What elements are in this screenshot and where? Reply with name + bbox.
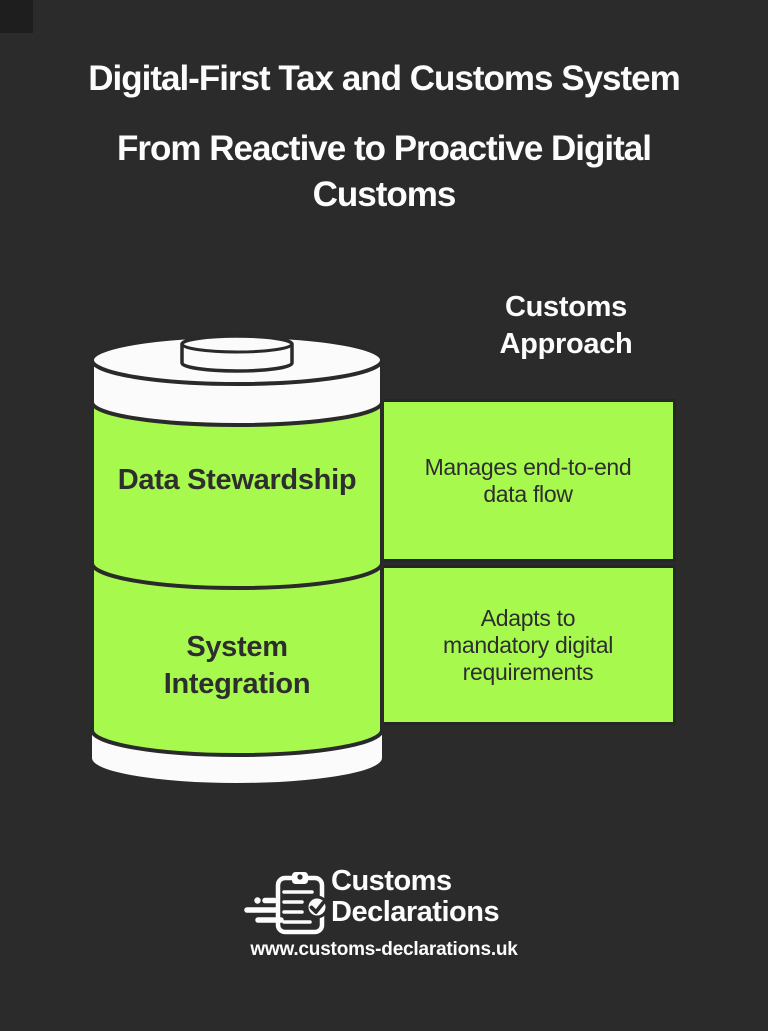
website-url: www.customs-declarations.uk xyxy=(250,939,518,960)
brand-name-line2: Declarations xyxy=(331,896,500,928)
approach-box-text: Adapts to mandatory digital requirements xyxy=(442,604,614,685)
battery-segment-label-system-integration: System Integration xyxy=(163,631,311,700)
battery-cylinder-icon xyxy=(90,334,384,783)
page-title: Digital-First Tax and Customs System xyxy=(88,59,681,98)
clipboard-check-icon xyxy=(244,872,329,935)
approach-box-text: Manages end-to-end data flow xyxy=(424,453,632,507)
brand-name: Customs Declarations xyxy=(331,865,500,928)
page-subtitle: From Reactive to Proactive Digital Custo… xyxy=(117,129,652,214)
approach-box-system-integration: Adapts to mandatory digital requirements xyxy=(380,565,676,725)
brand-name-line1: Customs xyxy=(331,865,452,897)
approach-box-data-stewardship: Manages end-to-end data flow xyxy=(380,399,676,562)
battery-segment-label-data-stewardship: Data Stewardship xyxy=(117,464,357,496)
column-header-customs-approach: Customs Approach xyxy=(499,291,633,360)
corner-mark xyxy=(0,0,33,33)
